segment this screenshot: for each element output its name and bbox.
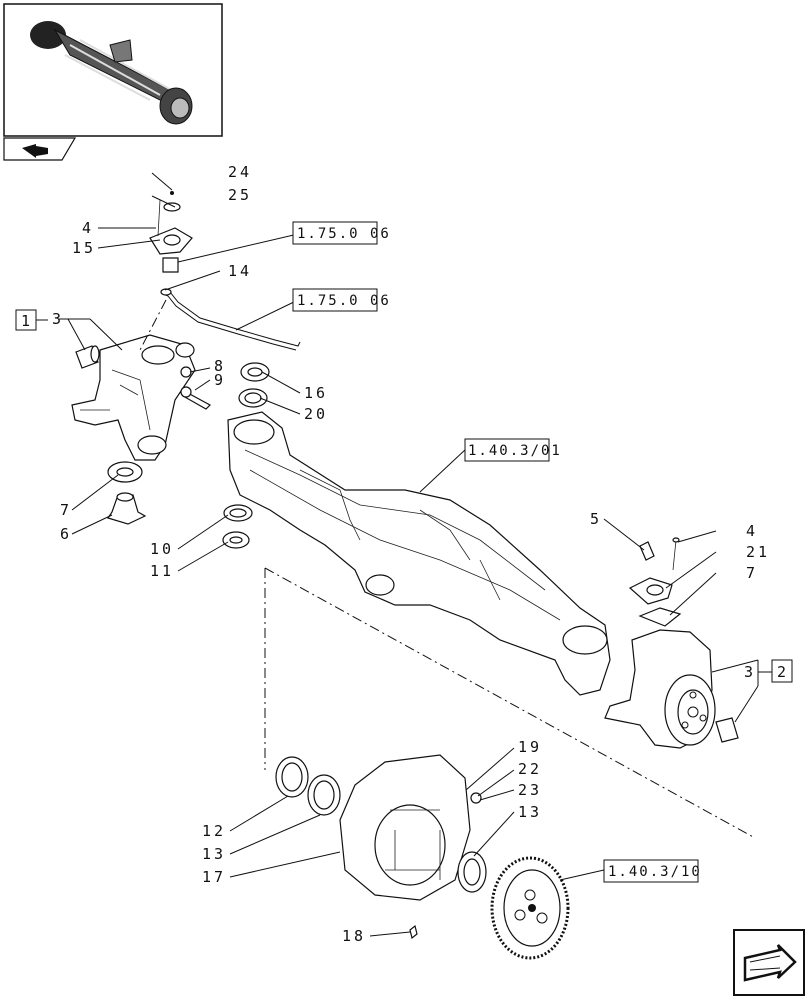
callout-3b: 3 (744, 663, 756, 681)
callout-6: 6 (60, 525, 72, 543)
callout-17: 17 (202, 868, 226, 886)
callout-22: 22 (518, 760, 542, 778)
grease-pipe-upper (160, 288, 301, 351)
callout-13a: 13 (202, 845, 226, 863)
bushing-right (715, 717, 739, 743)
next-page-arrow-icon (743, 944, 797, 982)
ring-gear (490, 856, 570, 960)
reference-label-2: 1.75.0 06 (297, 293, 391, 309)
callout-5: 5 (590, 510, 602, 528)
callout-1: 1 (21, 312, 33, 330)
callout-7a: 7 (60, 501, 72, 519)
callout-14: 14 (228, 262, 252, 280)
callout-8: 8 (214, 357, 226, 375)
seals-lower-left (275, 756, 341, 816)
callout-19: 19 (518, 738, 542, 756)
callout-20: 20 (304, 405, 328, 423)
reference-box-1[interactable]: 1.75.0 06 (292, 221, 391, 245)
lower-pivot (107, 461, 147, 525)
callout-10: 10 (150, 540, 174, 558)
axle-thumbnail[interactable] (3, 3, 223, 137)
callout-18: 18 (342, 927, 366, 945)
king-pin-bolt (180, 366, 211, 410)
callout-9: 9 (214, 371, 226, 389)
seal-rings-upper (238, 362, 270, 408)
right-pivot-parts (628, 537, 682, 627)
callout-21: 21 (746, 543, 770, 561)
callout-16: 16 (304, 384, 328, 402)
callout-15: 15 (72, 239, 96, 257)
callout-11: 11 (150, 562, 174, 580)
left-steering-knuckle (71, 334, 196, 461)
assembly-box-1[interactable]: 1 (15, 309, 48, 331)
seal-rings-left-lower (222, 504, 253, 549)
gear-carrier (339, 754, 487, 940)
reference-label-3: 1.40.3/01 (468, 443, 562, 459)
axle-housing (227, 411, 611, 696)
callout-7b: 7 (746, 564, 758, 582)
callout-4b: 4 (746, 522, 758, 540)
reference-box-3[interactable]: 1.40.3/01 (464, 438, 562, 462)
callout-24: 24 (228, 163, 252, 181)
bushing-left (75, 345, 100, 369)
assembly-box-2[interactable]: 2 (771, 659, 793, 683)
upper-pivot-cap (149, 191, 193, 273)
back-arrow-icon (22, 144, 48, 158)
callout-labels: 24 25 4 15 14 3 8 9 16 20 7 6 10 11 5 4 … (52, 163, 770, 945)
callout-25: 25 (228, 186, 252, 204)
back-arrow-button[interactable] (3, 137, 77, 161)
callout-23: 23 (518, 781, 542, 799)
next-page-button[interactable] (733, 929, 805, 996)
reference-label-1: 1.75.0 06 (297, 226, 391, 242)
callout-3a: 3 (52, 310, 64, 328)
reference-box-4[interactable]: 1.40.3/10 (603, 859, 702, 883)
leader-lines (58, 172, 772, 937)
callout-12: 12 (202, 822, 226, 840)
reference-box-2[interactable]: 1.75.0 06 (292, 288, 391, 312)
callout-13b: 13 (518, 803, 542, 821)
callout-4a: 4 (82, 219, 94, 237)
reference-label-4: 1.40.3/10 (608, 864, 702, 880)
callout-2: 2 (777, 663, 789, 681)
right-steering-knuckle (604, 629, 716, 749)
alignment-lines (139, 299, 756, 839)
